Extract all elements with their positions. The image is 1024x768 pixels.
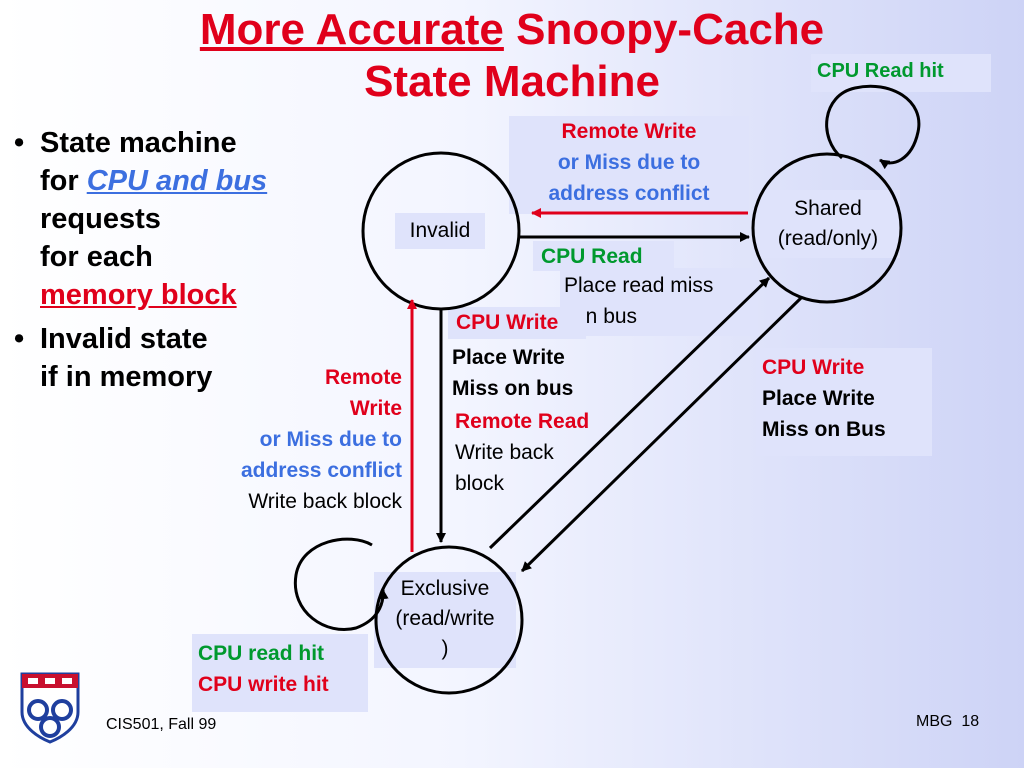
penn-shield-icon xyxy=(20,672,80,744)
bullet-item-1: • State machine for CPU and bus requests… xyxy=(14,124,314,314)
label-left-wb: Write back block xyxy=(248,490,402,513)
label-write-back-l1: Write back xyxy=(455,441,554,464)
footer-author: MBG xyxy=(916,713,953,730)
state-shared-label: Shared (read/only) xyxy=(756,190,900,258)
bullet-list: • State machine for CPU and bus requests… xyxy=(14,124,314,402)
label-cpu-write-right: CPU Write Place Write Miss on Bus xyxy=(756,348,932,456)
label-remote-read: Remote Read Write back block xyxy=(455,406,589,499)
bullet-dot-icon: • xyxy=(14,127,25,159)
bullet-1-for: for xyxy=(40,165,87,197)
state-invalid-text: Invalid xyxy=(409,219,471,242)
bullet-1-line-2: for CPU and bus xyxy=(40,162,314,200)
state-exclusive-l3: ) xyxy=(441,637,449,660)
label-cpu-read-hit-text: CPU Read hit xyxy=(817,60,944,82)
label-right-miss-on-bus: Miss on Bus xyxy=(762,418,886,441)
title-line-2: State Machine xyxy=(364,57,660,106)
label-cpu-write-mid: CPU Write xyxy=(448,307,586,339)
label-place-write-mid-l2: Miss on bus xyxy=(452,377,574,400)
label-cpu-read-hit: CPU Read hit xyxy=(811,54,991,92)
footer-page-number: 18 xyxy=(961,713,980,730)
bullet-item-2: • Invalid state if in memory xyxy=(14,320,314,396)
label-cpu-read-text: CPU Read xyxy=(541,245,643,268)
label-right-place-write: Place Write xyxy=(762,387,875,410)
bullet-2-line-2: if in memory xyxy=(40,361,213,393)
label-place-read-miss-l1: Place read miss xyxy=(564,274,714,297)
loop-exclusive-self xyxy=(293,537,389,631)
state-exclusive-label: Exclusive (read/write ) xyxy=(374,572,516,668)
label-place-read-miss: Place read miss on bus xyxy=(560,268,758,336)
state-shared-l2: (read/only) xyxy=(777,227,879,250)
label-left-remote: Remote xyxy=(324,366,402,389)
label-place-read-miss-l2: on bus xyxy=(574,305,638,328)
label-write-back-l2: block xyxy=(455,472,505,495)
title-part-1: More Accurate xyxy=(199,5,504,54)
label-cpu-write-mid-text: CPU Write xyxy=(456,311,559,334)
label-place-write-mid: Place Write Miss on bus xyxy=(452,342,573,404)
label-remote-write-top-l3: address conflict xyxy=(548,182,710,205)
label-left-addr: address conflict xyxy=(240,459,402,482)
bullet-1-line-3: requests xyxy=(40,203,161,235)
label-place-write-mid-l1: Place Write xyxy=(452,346,565,369)
arrow-shared-to-exclusive xyxy=(520,296,803,573)
label-left-or-miss: or Miss due to xyxy=(259,428,402,451)
state-invalid-label: Invalid xyxy=(395,213,485,249)
loop-shared-self xyxy=(825,84,921,170)
label-cpu-hit-exclusive: CPU read hit CPU write hit xyxy=(192,634,368,712)
slide-title: More Accurate Snoopy-Cache State Machine xyxy=(0,4,1024,108)
bullet-1-line-1: State machine xyxy=(40,127,237,159)
state-exclusive-l1: Exclusive xyxy=(400,577,490,600)
state-shared-circle xyxy=(751,152,903,304)
label-remote-write-top-l2: or Miss due to xyxy=(557,151,701,174)
state-exclusive-circle xyxy=(374,545,524,695)
label-remote-write-top: Remote Write or Miss due to address conf… xyxy=(509,116,749,214)
title-part-2: Snoopy-Cache xyxy=(516,5,825,54)
footer-course: CIS501, Fall 99 xyxy=(106,716,217,733)
bullet-1-memory-block: memory block xyxy=(40,279,237,311)
bullet-1-line-4: for each xyxy=(40,241,153,273)
bullet-dot-icon: • xyxy=(14,323,25,355)
label-remote-write-left: Remote Write or Miss due to address conf… xyxy=(190,362,402,517)
label-left-write: Write xyxy=(349,397,402,420)
bullet-1-cpu-and-bus: CPU and bus xyxy=(86,165,268,197)
label-right-cpu-write: CPU Write xyxy=(762,356,865,379)
bullet-2-line-1: Invalid state xyxy=(40,323,208,355)
state-exclusive-l2: (read/write xyxy=(395,607,495,630)
label-cpu-read: CPU Read xyxy=(533,241,674,271)
footer-author-page: MBG 18 xyxy=(916,713,979,731)
label-cpu-write-hit-ex: CPU write hit xyxy=(198,673,329,696)
label-remote-write-top-l1: Remote Write xyxy=(561,120,697,143)
state-invalid-circle xyxy=(361,151,521,311)
label-remote-read-title: Remote Read xyxy=(455,410,590,433)
label-cpu-read-hit-ex: CPU read hit xyxy=(198,642,325,665)
state-shared-l1: Shared xyxy=(794,197,862,220)
arrow-exclusive-to-shared xyxy=(488,276,771,550)
